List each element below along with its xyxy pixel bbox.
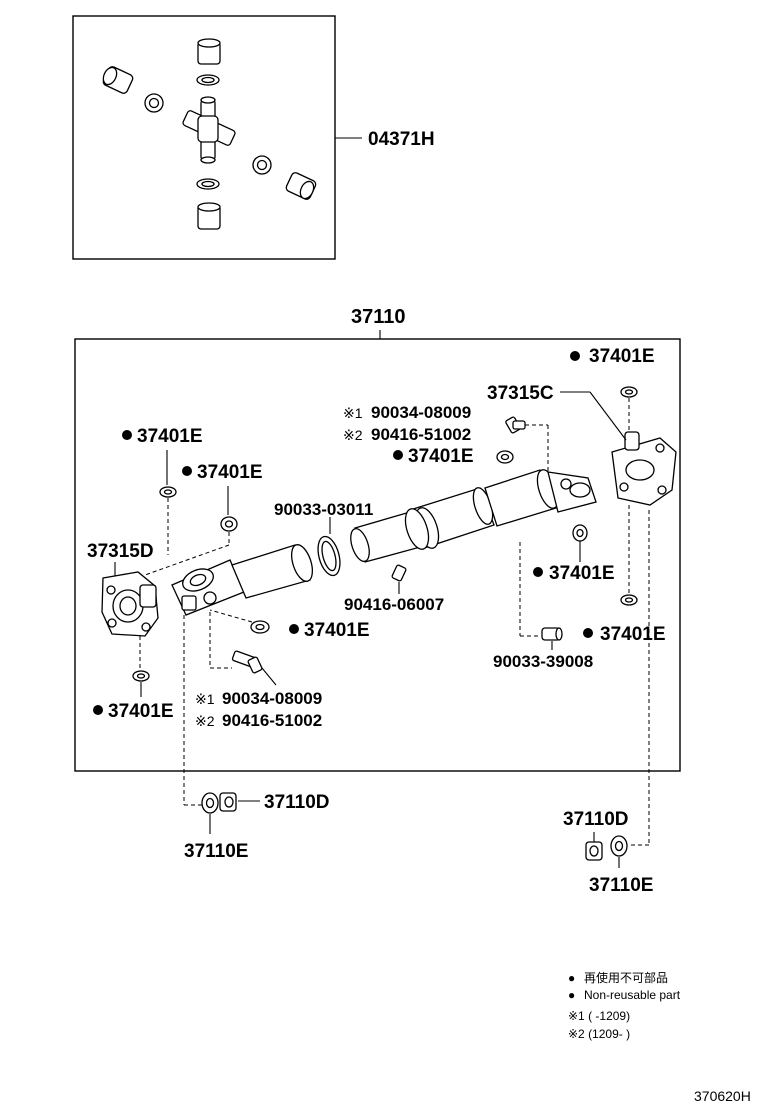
label-37401E-top-right: 37401E	[589, 346, 655, 367]
clip-left-top	[159, 486, 177, 498]
label-37401E-left-lower: 37401E	[304, 620, 370, 641]
yoke-37315D-drawing	[101, 571, 159, 637]
legend-ref-1: ※1 ( -1209)	[568, 1009, 630, 1023]
clip-top-right	[620, 386, 638, 398]
clip-mid-upper	[496, 450, 514, 464]
plug-90033-39008	[541, 627, 563, 641]
label-grease-90416-51002-lower: 90416-51002	[222, 711, 322, 730]
non-reusable-marker	[570, 351, 580, 361]
grease-fitting-top	[505, 416, 526, 434]
label-nut-37110D-right: 37110D	[563, 809, 629, 830]
legend-bullet-2: ●	[568, 988, 575, 1002]
clip-left-lower	[250, 620, 270, 634]
label-grease-90034-08009-lower: 90034-08009	[222, 689, 322, 708]
non-reusable-marker	[533, 567, 543, 577]
ref-mark-2-lower: ※2	[195, 713, 215, 729]
grease-fitting-mid	[391, 564, 407, 582]
label-kit-04371H: 04371H	[368, 129, 435, 150]
propeller-shaft-drawing	[171, 469, 597, 616]
label-washer-37110E-left: 37110E	[184, 841, 248, 862]
legend-non-reusable-ja: 再使用不可部品	[584, 970, 668, 985]
label-37401E-left-bottom: 37401E	[108, 701, 174, 722]
washer-37110E-right	[610, 835, 628, 857]
ref-mark-2-top: ※2	[343, 427, 363, 443]
label-washer-90033-03011: 90033-03011	[274, 500, 373, 519]
ref-mark-1-lower: ※1	[195, 691, 215, 707]
spider-kit-drawing	[102, 38, 317, 230]
label-fitting-90416-06007: 90416-06007	[344, 595, 444, 614]
non-reusable-marker	[182, 466, 192, 476]
legend-ref-2: ※2 (1209- )	[568, 1027, 630, 1041]
label-washer-37110E-right: 37110E	[589, 875, 653, 896]
grease-fitting-lower	[231, 650, 263, 674]
label-nut-37110D-left: 37110D	[264, 792, 330, 813]
non-reusable-marker	[93, 705, 103, 715]
non-reusable-marker	[583, 628, 593, 638]
clip-left-second	[220, 516, 238, 532]
label-37401E-right-lower: 37401E	[600, 624, 666, 645]
label-yoke-37315D: 37315D	[87, 541, 154, 562]
non-reusable-marker	[122, 430, 132, 440]
label-grease-90416-51002-top: 90416-51002	[371, 425, 471, 444]
label-37401E-right-mid: 37401E	[549, 563, 615, 584]
label-plug-90033-39008: 90033-39008	[493, 652, 593, 671]
nut-37110D-left	[219, 792, 237, 812]
yoke-37315C-drawing	[611, 431, 677, 506]
ref-mark-1-top: ※1	[343, 405, 363, 421]
label-37401E-left-top: 37401E	[137, 426, 203, 447]
clip-left-bottom	[132, 670, 150, 682]
footer-code: 370620H	[694, 1088, 751, 1104]
nut-37110D-right	[585, 841, 603, 861]
label-37401E-left-second: 37401E	[197, 462, 263, 483]
clip-right-lower	[620, 594, 638, 606]
legend-non-reusable-en: Non-reusable part	[584, 988, 681, 1002]
assembly-box	[74, 338, 681, 772]
label-assembly-37110: 37110	[351, 306, 406, 328]
washer-37110E-left	[201, 792, 219, 814]
clip-right-mid	[572, 524, 588, 542]
label-37401E-mid-upper: 37401E	[408, 446, 474, 467]
legend-bullet-1: ●	[568, 971, 575, 985]
non-reusable-marker	[393, 450, 403, 460]
label-yoke-37315C: 37315C	[487, 383, 554, 404]
label-grease-90034-08009-top: 90034-08009	[371, 403, 471, 422]
legend: ● 再使用不可部品 ● Non-reusable part ※1 ( -1209…	[568, 970, 681, 1041]
non-reusable-marker	[289, 624, 299, 634]
